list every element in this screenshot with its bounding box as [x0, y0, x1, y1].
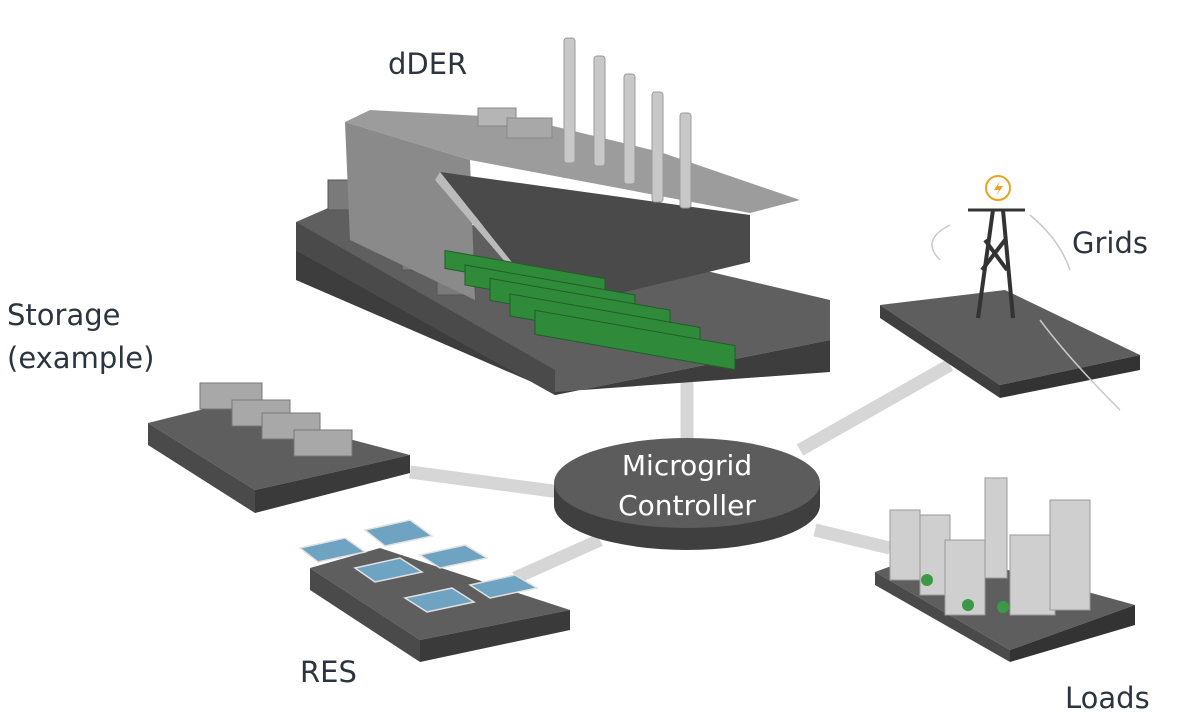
connector-storage [409, 465, 561, 499]
transmission-tower [968, 208, 1025, 319]
label-grids: Grids [1072, 226, 1148, 260]
storage-platform [148, 382, 410, 513]
label-storage-example: (example) [7, 341, 154, 375]
label-storage: Storage [7, 298, 120, 332]
connector-res [512, 534, 603, 584]
generator-engines [444, 249, 736, 371]
chimneys [563, 37, 692, 209]
connector-grids [796, 359, 954, 456]
label-res: RES [300, 655, 357, 689]
solar-panels [298, 519, 540, 613]
grids-platform [880, 175, 1140, 411]
hub-label-line1: Microgrid [622, 449, 752, 482]
dder-plant [296, 37, 830, 395]
loads-platform [875, 477, 1135, 662]
res-platform [298, 519, 570, 662]
microgrid-controller-hub: Microgrid Controller [554, 438, 820, 550]
connector-loads [813, 523, 892, 555]
label-dder: dDER [388, 47, 467, 81]
hub-label-line2: Controller [618, 489, 756, 522]
label-loads: Loads [1065, 681, 1150, 715]
connectors [409, 359, 954, 584]
